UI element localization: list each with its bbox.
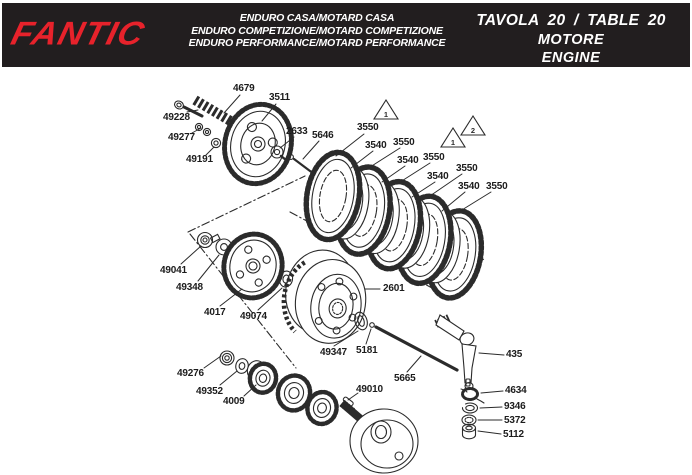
part-label-49277: 49277 [168, 132, 195, 143]
variant-marker-2: 2 [460, 114, 486, 136]
kick-nut-drawing [219, 350, 235, 366]
section-title-it: MOTORE [537, 32, 605, 48]
variant-marker-1: 1 [373, 98, 399, 120]
part-label-5112: 5112 [503, 429, 524, 440]
ball-drawing [369, 322, 375, 328]
part-label-5646: 5646 [312, 130, 334, 141]
part-label-3550: 3550 [393, 137, 415, 148]
part-label-3540: 3540 [458, 181, 480, 192]
kick-gear-drawing [246, 360, 279, 395]
part-label-3550: 3550 [423, 152, 445, 163]
wave-washer-drawing [461, 402, 479, 414]
leader-lines [180, 94, 505, 435]
part-label-2601: 2601 [383, 283, 405, 294]
clutch-pushrod-drawing [374, 325, 459, 372]
part-label-2633: 2633 [286, 126, 308, 137]
part-label-49228: 49228 [163, 112, 190, 123]
part-label-3540: 3540 [427, 171, 449, 182]
part-label-9346: 9346 [504, 401, 526, 412]
part-label-49191: 49191 [186, 154, 213, 165]
section-title-en: ENGINE [541, 50, 601, 66]
drive-gear-drawing [305, 389, 339, 427]
part-label-5665: 5665 [394, 373, 416, 384]
part-label-3550: 3550 [357, 122, 379, 133]
svg-text:2: 2 [471, 126, 475, 135]
part-label-3550: 3550 [456, 163, 478, 174]
part-label-3540: 3540 [397, 155, 419, 166]
part-label-435: 435 [506, 349, 523, 360]
clutch-spring-drawing [192, 95, 247, 134]
svg-text:1: 1 [384, 110, 388, 119]
release-lever-drawing [434, 314, 477, 391]
part-label-49074: 49074 [240, 311, 267, 322]
part-label-49348: 49348 [176, 282, 203, 293]
part-label-49041: 49041 [160, 265, 187, 276]
model-line-1: ENDURO CASA/MOTARD CASA [239, 12, 395, 24]
part-label-3540: 3540 [365, 140, 387, 151]
table-number-title: TAVOLA 20 / TABLE 20 [476, 12, 666, 29]
table-title-block: TAVOLA 20 / TABLE 20 MOTORE ENGINE [458, 11, 684, 67]
clutch-bolt-drawing [174, 100, 204, 118]
model-line-3: ENDURO PERFORMANCE/MOTARD PERFORMANCE [188, 37, 446, 49]
woodruff-key-drawing [342, 396, 354, 407]
hub-nut-drawing [196, 231, 214, 249]
primary-gear-drawing [221, 231, 285, 301]
pressure-plate-drawing [222, 101, 294, 187]
crankshaft-drawing [339, 399, 419, 474]
svg-text:1: 1 [451, 138, 455, 147]
thrust-washer-drawing [461, 414, 477, 426]
lever-spring-drawing [460, 378, 485, 404]
part-label-4009: 4009 [223, 396, 245, 407]
part-label-49352: 49352 [196, 386, 223, 397]
clutch-disc-stack [303, 149, 485, 301]
model-variant-lines: ENDURO CASA/MOTARD CASA ENDURO COMPETIZI… [174, 12, 460, 50]
part-label-4679: 4679 [233, 83, 255, 94]
part-label-4634: 4634 [505, 385, 527, 396]
bushing-drawing [461, 423, 477, 440]
spring-washers-drawing [194, 122, 222, 149]
model-line-2: ENDURO COMPETIZIONE/MOTARD COMPETIZIONE [191, 24, 443, 37]
part-label-49347: 49347 [320, 347, 347, 358]
variant-markers: 1 2 1 [373, 98, 486, 148]
part-label-5372: 5372 [504, 415, 526, 426]
part-label-3511: 3511 [269, 92, 290, 103]
part-label-5181: 5181 [356, 345, 378, 356]
part-label-49010: 49010 [356, 384, 383, 395]
clutch-seal-drawing [354, 311, 368, 331]
mushroom-piece-drawing [270, 145, 288, 162]
part-label-4017: 4017 [204, 307, 226, 318]
variant-marker-1: 1 [440, 126, 466, 148]
part-label-3550: 3550 [486, 181, 508, 192]
clutch-basket-drawing [281, 249, 367, 344]
part-label-49276: 49276 [177, 368, 204, 379]
header-bar: FANTIC ENDURO CASA/MOTARD CASA ENDURO CO… [2, 3, 690, 67]
